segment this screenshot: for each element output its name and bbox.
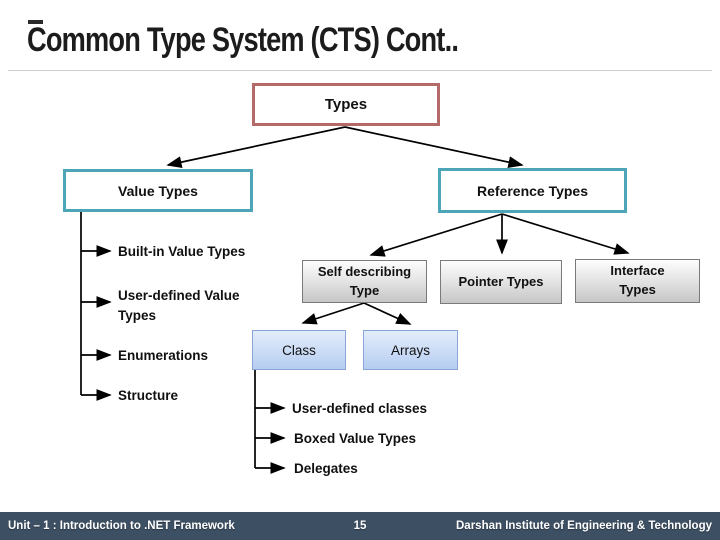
node-arrays: Arrays bbox=[363, 330, 458, 370]
arrow-selfdescribing-to-arrays bbox=[363, 302, 412, 325]
node-value-types: Value Types bbox=[63, 169, 253, 212]
node-interface-types: Interface Types bbox=[575, 259, 700, 303]
node-self-describing-type: Self describing Type bbox=[302, 260, 427, 303]
label-userdefined-value-types: User-defined Value Types bbox=[118, 288, 240, 323]
node-class: Class bbox=[252, 330, 346, 370]
node-pointer-types: Pointer Types bbox=[440, 260, 562, 304]
node-reference-types: Reference Types bbox=[438, 168, 627, 213]
node-interface-types-label: Interface Types bbox=[610, 263, 665, 297]
footer-page-number: 15 bbox=[353, 520, 367, 532]
label-userdefined-classes: User-defined classes bbox=[292, 401, 428, 416]
decorative-mark bbox=[28, 20, 43, 24]
node-types: Types bbox=[252, 83, 440, 126]
label-enumerations: Enumerations bbox=[118, 348, 209, 363]
label-boxed-value-types: Boxed Value Types bbox=[294, 431, 417, 446]
label-structure: Structure bbox=[118, 388, 179, 403]
arrow-types-to-reference bbox=[344, 126, 524, 168]
slide-title: Common Type System (CTS) Cont.. bbox=[27, 21, 459, 59]
arrow-reference-to-interface bbox=[501, 213, 630, 255]
title-divider bbox=[8, 70, 712, 71]
label-builtin-value-types: Built-in Value Types bbox=[118, 244, 246, 259]
arrow-selfdescribing-to-class bbox=[301, 302, 365, 325]
footer-bar: Unit – 1 : Introduction to .NET Framewor… bbox=[0, 512, 720, 540]
footer-unit-text: Unit – 1 : Introduction to .NET Framewor… bbox=[8, 520, 235, 532]
arrow-types-to-value bbox=[166, 126, 346, 168]
label-delegates: Delegates bbox=[294, 461, 358, 476]
footer-institute-text: Darshan Institute of Engineering & Techn… bbox=[456, 520, 712, 532]
arrow-reference-to-selfdescribing bbox=[369, 213, 503, 257]
